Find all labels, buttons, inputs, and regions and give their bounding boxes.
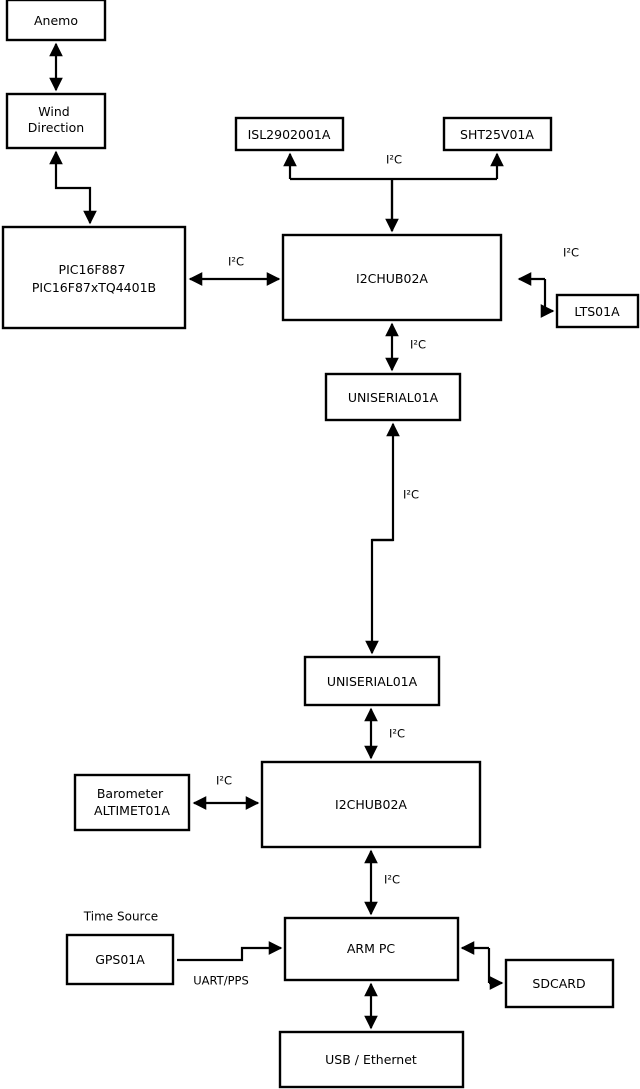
node-uniserial01a-bottom[interactable]: UNISERIAL01A [303, 655, 441, 707]
node-sdcard[interactable]: SDCARD [504, 958, 615, 1009]
edge-label-uniserial-hub-bot: I²C [389, 727, 405, 741]
node-gps01a[interactable]: GPS01A [65, 933, 175, 986]
node-i2chub02a-bottom-label: I2CHUB02A [335, 797, 407, 812]
edge-gps-arm [177, 941, 283, 962]
edge-wind-pic [49, 150, 97, 225]
node-arm-pc-box[interactable] [283, 916, 460, 982]
node-wind-direction[interactable]: Wind Direction [5, 92, 107, 150]
node-sdcard-label: SDCARD [532, 976, 585, 991]
node-i2chub02a-bottom[interactable]: I2CHUB02A [260, 760, 482, 849]
edge-label-gps-arm: UART/PPS [193, 974, 249, 988]
node-i2chub02a-top-box[interactable] [281, 233, 503, 322]
node-uniserial01a-top-box[interactable] [324, 372, 462, 422]
node-wind-direction-label: Wind Direction [28, 104, 84, 135]
node-pic-mcu-line2: PIC16F87xTQ4401B [32, 280, 156, 295]
node-barometer-line1: Barometer [97, 786, 164, 801]
edges-layer [49, 42, 555, 1030]
node-isl2902001a-label: ISL2902001A [248, 127, 331, 142]
node-anemo-label: Anemo [34, 13, 78, 28]
edge-label-barometer-hub: I²C [216, 774, 232, 788]
node-pic-mcu-line1: PIC16F887 [59, 262, 126, 277]
label-time-source: Time Source [83, 910, 158, 924]
node-usb-ethernet[interactable]: USB / Ethernet [278, 1030, 465, 1089]
node-uniserial01a-top-label: UNISERIAL01A [348, 390, 439, 405]
node-lts01a-label: LTS01A [574, 304, 620, 319]
node-sht25v01a[interactable]: SHT25V01A [442, 116, 553, 152]
node-uniserial01a-top[interactable]: UNISERIAL01A [324, 372, 462, 422]
node-gps01a-box[interactable] [65, 933, 175, 986]
node-barometer-box[interactable] [73, 773, 191, 832]
node-barometer-label: Barometer ALTIMET01A [94, 786, 170, 818]
node-barometer-line2: ALTIMET01A [94, 803, 170, 818]
node-pic-mcu[interactable]: PIC16F887 PIC16F87xTQ4401B [1, 225, 187, 330]
edge-uniserial-link-down [365, 538, 393, 655]
node-isl2902001a[interactable]: ISL2902001A [234, 116, 345, 152]
node-arm-pc[interactable]: ARM PC [283, 916, 460, 982]
node-pic-mcu-box[interactable] [1, 225, 187, 330]
node-i2chub02a-bottom-box[interactable] [260, 760, 482, 849]
node-barometer[interactable]: Barometer ALTIMET01A [73, 773, 191, 832]
node-usb-ethernet-box[interactable] [278, 1030, 465, 1089]
edge-label-uniserial-link: I²C [403, 488, 419, 502]
edge-labels-layer: I²C I²C I²C I²C I²C I²C I²C I²C UART/PPS [193, 153, 579, 988]
node-uniserial01a-bottom-label: UNISERIAL01A [327, 674, 418, 689]
edge-label-hub-top-sensors: I²C [386, 153, 402, 167]
node-sht25v01a-label: SHT25V01A [460, 127, 534, 142]
node-sht25v01a-box[interactable] [442, 116, 553, 152]
node-anemo-box[interactable] [5, 0, 107, 42]
node-anemo[interactable]: Anemo [5, 0, 107, 42]
node-wind-direction-line2: Direction [28, 120, 84, 135]
node-sdcard-box[interactable] [504, 958, 615, 1009]
node-pic-mcu-label: PIC16F887 PIC16F87xTQ4401B [32, 262, 156, 295]
edge-label-hub-top-lts: I²C [563, 246, 579, 260]
edge-label-hub-bot-arm: I²C [384, 873, 400, 887]
edge-uniserial-link-up [372, 422, 400, 542]
edge-label-hub-top-uniserial: I²C [410, 338, 426, 352]
node-arm-pc-label: ARM PC [347, 941, 396, 956]
node-usb-ethernet-label: USB / Ethernet [325, 1052, 417, 1067]
node-i2chub02a-top[interactable]: I2CHUB02A [281, 233, 503, 322]
node-i2chub02a-top-label: I2CHUB02A [356, 271, 428, 286]
node-isl2902001a-box[interactable] [234, 116, 345, 152]
node-wind-direction-box[interactable] [5, 92, 107, 150]
node-lts01a-box[interactable] [555, 293, 640, 329]
free-labels-layer: Time Source [83, 910, 158, 924]
node-lts01a[interactable]: LTS01A [555, 293, 640, 329]
node-gps01a-label: GPS01A [95, 952, 145, 967]
edge-label-pic-hub: I²C [228, 255, 244, 269]
node-wind-direction-line1: Wind [38, 104, 69, 119]
node-uniserial01a-bottom-box[interactable] [303, 655, 441, 707]
